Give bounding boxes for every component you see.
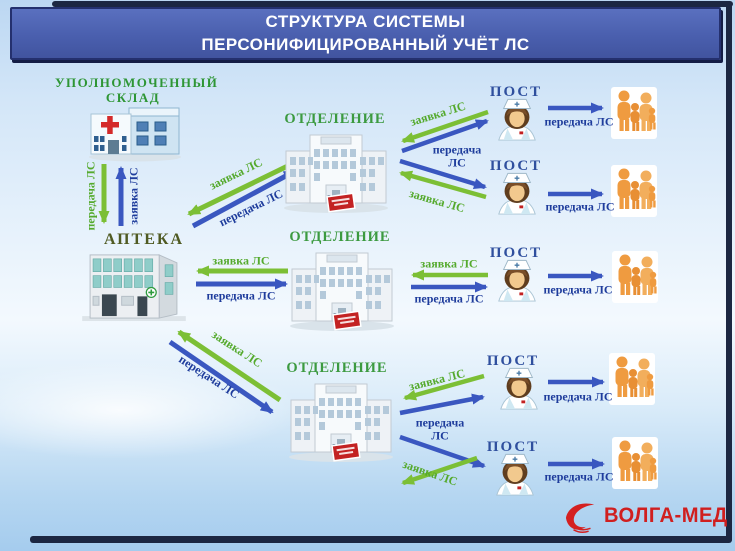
title-line-1: СТРУКТУРА СИСТЕМЫ [265,12,466,32]
flow-label-request: заявка ЛС [212,253,270,268]
patients-group-4 [609,353,655,405]
pharmacy-label: АПТЕКА [103,231,185,248]
post-4-nurse [496,366,542,410]
frame-top-edge [52,1,733,7]
arrow-request-dept1-to-pharmacy [187,158,300,217]
warehouse-building [83,102,187,162]
flow-label-transfer: передача ЛС [206,288,276,303]
post-2-nurse [494,171,540,215]
flow-label-transfer: передача ЛС [415,415,465,442]
post-5-nurse [492,452,538,496]
arrow-transfer-pharmacy-to-dept3 [168,339,274,415]
flow-label-transfer: передача ЛС [432,142,482,169]
patients-group-3 [612,251,658,303]
volga-med-swoosh-icon [562,500,602,534]
department-1-building [281,127,391,213]
patients-icon [612,437,658,489]
patients-group-1 [611,87,657,139]
warehouse-label-line1: УПОЛНОМОЧЕННЫЙ [55,75,219,90]
pharmacy-building [82,249,186,323]
patients-icon [612,251,658,303]
department-3-building [286,376,396,462]
flow-label-request: заявка ЛС [420,256,478,271]
logo-text: ВОЛГА-МЕД [604,504,728,527]
nurse-icon [496,366,542,410]
nurse-icon [494,258,540,302]
arrow-transfer-dept3-to-post4 [399,393,485,416]
post-4-label: ПОСТ [486,353,540,369]
patients-icon [609,353,655,405]
logo-swoosh-icon [562,500,602,534]
pharmacy-building-icon [82,249,186,323]
arrow-request-post2-to-dept1 [399,170,487,200]
flow-label-transfer: передача ЛС [545,199,615,214]
arrow-request-post5-to-dept3 [401,455,478,486]
post-1-nurse [494,97,540,141]
warehouse-label-line2: СКЛАД [105,89,161,105]
title-banner: СТРУКТУРА СИСТЕМЫ ПЕРСОНИФИЦИРОВАННЫЙ УЧ… [10,7,721,60]
department-building-icon [287,245,397,331]
title-line-2: ПЕРСОНИФИЦИРОВАННЫЙ УЧЁТ ЛС [201,34,530,54]
post-2-label: ПОСТ [489,158,543,174]
department-3-label: ОТДЕЛЕНИЕ [286,360,388,376]
patients-group-5 [612,437,658,489]
flow-label-transfer: передача ЛС [543,282,613,297]
arrow-transfer-pharmacy-to-dept1 [191,168,297,229]
flow-label-transfer: передача ЛС [544,114,614,129]
patients-icon [611,87,657,139]
arrow-request-dept3-to-pharmacy [177,329,282,403]
department-1-label: ОТДЕЛЕНИЕ [284,111,386,127]
arrow-transfer-dept1-to-post1 [401,118,489,154]
patients-group-2 [611,165,657,217]
department-2-building [287,245,397,331]
frame-right-edge [726,2,732,542]
post-3-label: ПОСТ [489,245,543,261]
post-5-label: ПОСТ [486,439,540,455]
warehouse-label: УПОЛНОМОЧЕННЫЙ СКЛАД [55,75,219,106]
patients-icon [611,165,657,217]
arrow-request-post4-to-dept3 [403,373,485,401]
nurse-icon [494,97,540,141]
department-building-icon [286,376,396,462]
post-1-label: ПОСТ [489,84,543,100]
flow-label-transfer: передача ЛС [543,389,613,404]
department-2-label: ОТДЕЛЕНИЕ [289,229,391,245]
nurse-icon [494,171,540,215]
flow-label-transfer: передача ЛС [414,291,484,306]
flow-label-transfer: передача ЛС [83,161,98,231]
frame-bottom-edge [30,536,732,543]
arrow-request-post1-to-dept1 [401,109,489,144]
department-building-icon [281,127,391,213]
flow-label-request: заявка ЛС [126,167,141,225]
warehouse-building-icon [83,102,187,162]
nurse-icon [492,452,538,496]
flow-label-transfer: передача ЛС [544,469,614,484]
post-3-nurse [494,258,540,302]
arrow-transfer-dept1-to-post2 [399,158,487,190]
